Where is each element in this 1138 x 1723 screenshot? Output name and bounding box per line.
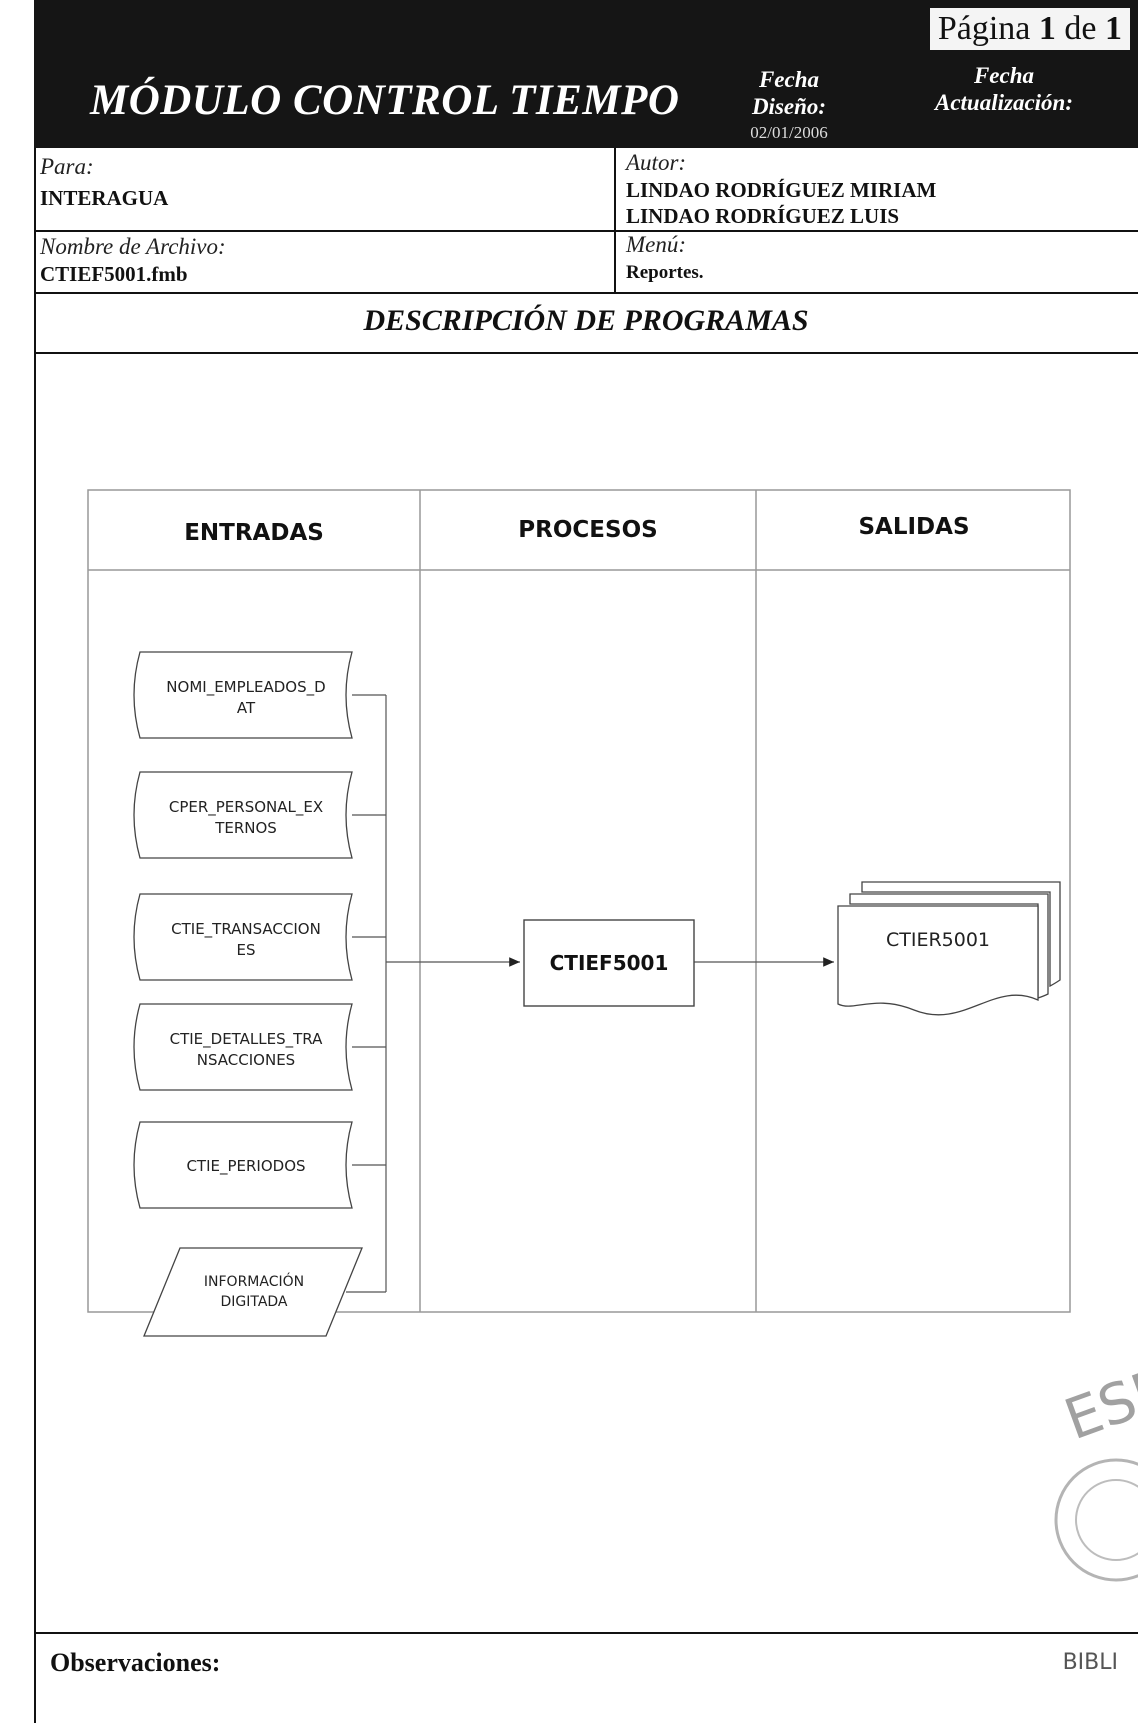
- para-autor-row: Para: INTERAGUA Autor: LINDAO RODRÍGUEZ …: [34, 148, 1138, 232]
- observaciones-label: Observaciones:: [50, 1648, 221, 1677]
- menu-label: Menú:: [626, 232, 687, 257]
- para-label: Para:: [40, 154, 94, 179]
- svg-text:INFORMACIÓN: INFORMACIÓN: [204, 1272, 304, 1290]
- svg-text:CPER_PERSONAL_EX: CPER_PERSONAL_EX: [169, 798, 323, 817]
- stamp-biblio-text: BIBLI: [1062, 1650, 1118, 1675]
- svg-text:CTIER5001: CTIER5001: [886, 929, 990, 951]
- process-ctief5001: CTIEF5001: [523, 919, 695, 1007]
- input-nomi-empleados-dat: NOMI_EMPLEADOS_D AT: [133, 651, 353, 739]
- para-value: INTERAGUA: [40, 186, 169, 210]
- library-stamp: ESP: [1054, 1356, 1138, 1582]
- column-header-procesos: PROCESOS: [518, 517, 657, 543]
- svg-text:CTIEF5001: CTIEF5001: [550, 951, 669, 975]
- section-title-row: DESCRIPCIÓN DE PROGRAMAS: [34, 294, 1138, 354]
- document-page: Página 1 de 1 MÓDULO CONTROL TIEMPO Fech…: [34, 0, 1138, 1723]
- svg-text:ESP: ESP: [1057, 1356, 1138, 1453]
- svg-text:NOMI_EMPLEADOS_D: NOMI_EMPLEADOS_D: [166, 678, 325, 697]
- input-informacion-digitada: INFORMACIÓN DIGITADA: [143, 1247, 363, 1337]
- column-header-entradas: ENTRADAS: [184, 520, 324, 546]
- fecha-actualizacion-label: Fecha Actualización:: [934, 63, 1073, 115]
- svg-text:DIGITADA: DIGITADA: [220, 1294, 287, 1310]
- archivo-label: Nombre de Archivo:: [40, 234, 226, 259]
- output-ctier5001: CTIER5001: [837, 881, 1061, 1016]
- row-divider: [614, 232, 616, 292]
- menu-value: Reportes.: [626, 262, 704, 283]
- module-title: MÓDULO CONTROL TIEMPO: [90, 77, 680, 124]
- autor-label: Autor:: [626, 150, 687, 175]
- svg-text:NSACCIONES: NSACCIONES: [197, 1051, 295, 1069]
- autor-2: LINDAO RODRÍGUEZ LUIS: [626, 204, 900, 228]
- input-ctie-periodos: CTIE_PERIODOS: [133, 1121, 353, 1209]
- svg-text:CTIE_DETALLES_TRA: CTIE_DETALLES_TRA: [170, 1030, 324, 1049]
- section-title: DESCRIPCIÓN DE PROGRAMAS: [363, 304, 809, 337]
- page-number: Página 1 de 1: [929, 8, 1130, 50]
- svg-text:CTIE_TRANSACCION: CTIE_TRANSACCION: [171, 920, 321, 939]
- frame-left-border: [34, 148, 36, 1723]
- io-diagram: ENTRADAS PROCESOS SALIDAS NOMI_EMPLEADOS…: [87, 489, 1138, 1582]
- svg-text:ES: ES: [237, 941, 256, 959]
- archivo-menu-row: Nombre de Archivo: CTIEF5001.fmb Menú: R…: [34, 232, 1138, 294]
- swimlane-frame: [87, 489, 1071, 1313]
- column-header-salidas: SALIDAS: [858, 514, 969, 540]
- fecha-diseno-value: 02/01/2006: [750, 123, 828, 142]
- input-connectors: [346, 694, 834, 1293]
- input-cper-personal-externos: CPER_PERSONAL_EX TERNOS: [133, 771, 353, 859]
- svg-text:AT: AT: [237, 699, 256, 717]
- svg-text:TERNOS: TERNOS: [214, 819, 277, 837]
- archivo-value: CTIEF5001.fmb: [40, 262, 188, 286]
- autor-1: LINDAO RODRÍGUEZ MIRIAM: [626, 178, 937, 202]
- observaciones-divider: [34, 1632, 1138, 1634]
- svg-text:CTIE_PERIODOS: CTIE_PERIODOS: [186, 1157, 305, 1176]
- header-band: Página 1 de 1 MÓDULO CONTROL TIEMPO Fech…: [34, 0, 1138, 148]
- fecha-diseno-label: Fecha Diseño:: [751, 67, 827, 119]
- input-ctie-detalles-transacciones: CTIE_DETALLES_TRA NSACCIONES: [133, 1003, 353, 1091]
- row-divider: [614, 148, 616, 230]
- input-ctie-transacciones: CTIE_TRANSACCION ES: [133, 893, 353, 981]
